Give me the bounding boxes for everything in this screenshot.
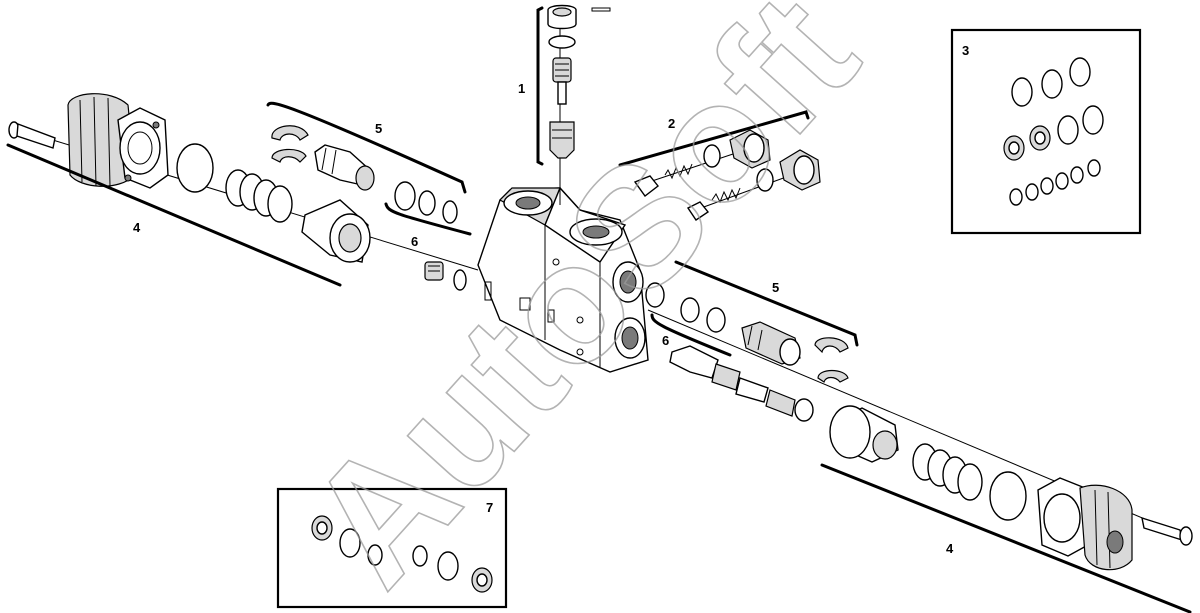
- callout-4-right: 4: [946, 541, 954, 556]
- o-ring: [706, 307, 726, 333]
- top-cap: [547, 4, 577, 30]
- washer: [418, 190, 436, 216]
- callout-2: 2: [668, 116, 675, 131]
- o-ring: [989, 471, 1027, 521]
- bracket-5-upper: [266, 101, 467, 194]
- callout-7: 7: [486, 500, 493, 515]
- bolt-right: [1141, 516, 1193, 546]
- valve-body: [477, 186, 649, 373]
- callout-6-upper: 6: [411, 234, 418, 249]
- left-upper-parts: [8, 93, 467, 291]
- cartridge-left: [314, 144, 375, 191]
- washer: [394, 181, 416, 211]
- relief-valve-parts: [633, 129, 821, 221]
- spool-left: [301, 199, 371, 263]
- bracket-6-upper: [384, 202, 472, 236]
- o-ring: [548, 35, 576, 49]
- cap-housing-right: [1037, 477, 1133, 571]
- small-mark: [591, 7, 611, 12]
- callout-5-lower: 5: [772, 280, 779, 295]
- washer: [442, 200, 458, 224]
- callout-1: 1: [518, 81, 525, 96]
- clips-right: [814, 337, 849, 383]
- spring-right: [912, 443, 983, 501]
- cap-housing-left: [67, 93, 169, 189]
- relief-plug-lower: [779, 149, 821, 191]
- poppet: [633, 175, 710, 221]
- o-ring: [703, 144, 721, 168]
- callout-3: 3: [962, 43, 969, 58]
- spool-right: [669, 345, 814, 422]
- kit-box-3: [950, 28, 1142, 235]
- o-ring: [756, 168, 774, 192]
- top-stack-parts: [547, 4, 611, 159]
- bracket-2: [618, 110, 810, 167]
- bolt-left: [8, 121, 56, 149]
- callout-4-left: 4: [133, 220, 141, 235]
- bracket-1: [536, 6, 544, 166]
- group-brackets: [6, 6, 1192, 613]
- kit-box-7: [276, 487, 508, 609]
- bracket-6-lower: [650, 313, 732, 357]
- o-ring: [176, 143, 214, 193]
- cartridge-right: [741, 321, 801, 366]
- o-ring: [680, 297, 700, 323]
- bracket-4-right: [820, 463, 1192, 613]
- callout-6-lower: 6: [662, 333, 669, 348]
- bracket-5-lower: [674, 260, 859, 347]
- callout-labels: 1 2 3 4 4 5 5 6 6 7: [133, 43, 969, 556]
- small-springs: [664, 163, 741, 204]
- bracket-4-left: [6, 143, 342, 287]
- clips-left: [271, 125, 309, 163]
- callout-5-upper: 5: [375, 121, 382, 136]
- plug-left: [424, 261, 467, 291]
- top-seat: [549, 121, 575, 159]
- relief-plug-upper: [729, 129, 771, 169]
- spool-piston-right: [829, 405, 899, 463]
- top-cartridge: [552, 57, 572, 105]
- right-lower-parts: [645, 282, 1193, 571]
- o-ring: [645, 282, 665, 308]
- spring-left: [225, 169, 293, 223]
